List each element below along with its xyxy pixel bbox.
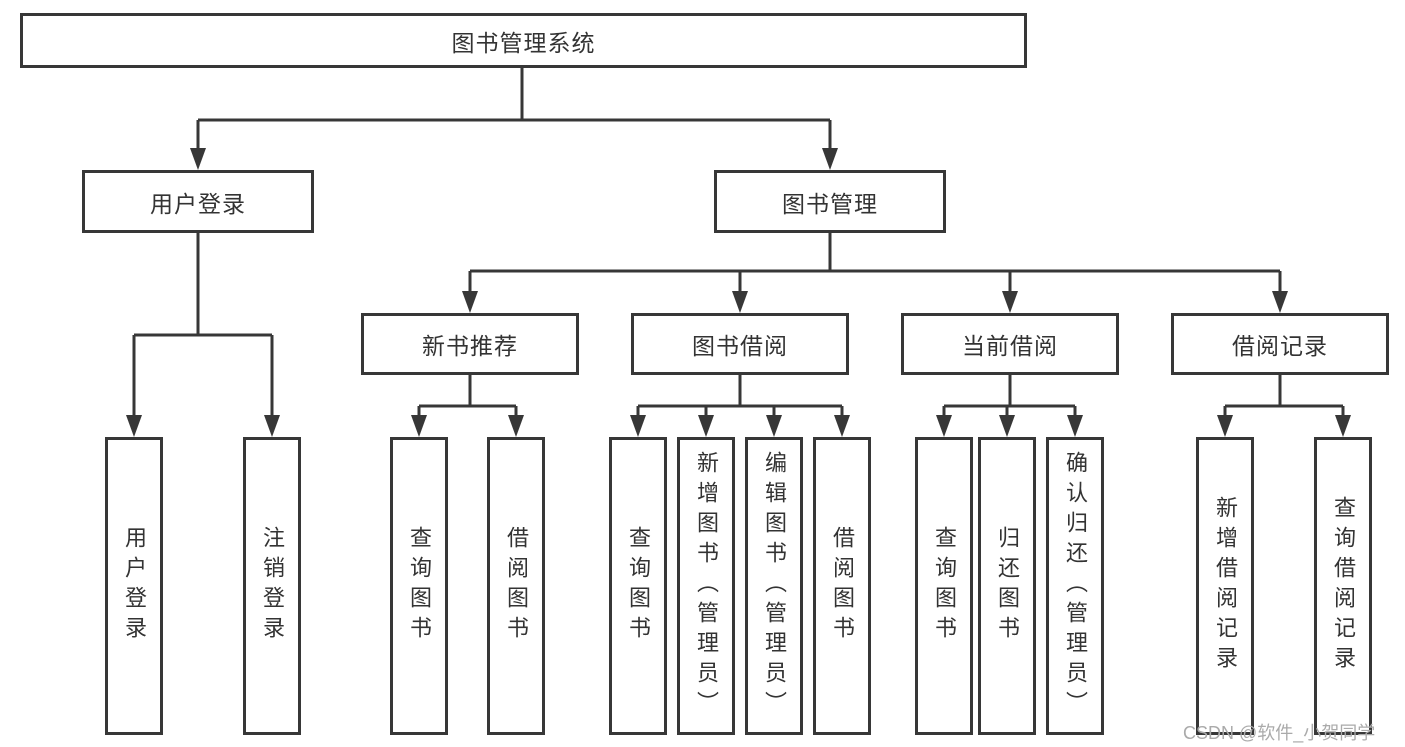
node-current-borrowing-label: 当前借阅 — [962, 333, 1058, 359]
leaf-query-borrow-record-label: 查询借阅记录 — [1331, 496, 1356, 676]
leaf-confirm-return-admin-label: 确认归还（管理员） — [1063, 451, 1088, 721]
leaf-query-books-recommend: 查询图书 — [390, 437, 448, 735]
leaf-add-borrow-record: 新增借阅记录 — [1196, 437, 1254, 735]
node-book-borrowing-label: 图书借阅 — [692, 333, 788, 359]
leaf-logout: 注销登录 — [243, 437, 301, 735]
leaf-query-books-recommend-label: 查询图书 — [407, 526, 432, 646]
leaf-edit-book-admin-label: 编辑图书（管理员） — [762, 451, 787, 721]
node-user-login-label: 用户登录 — [150, 190, 246, 217]
leaf-user-login: 用户登录 — [105, 437, 163, 735]
leaf-borrow-books: 借阅图书 — [813, 437, 871, 735]
leaf-return-book: 归还图书 — [978, 437, 1036, 735]
leaf-add-book-admin: 新增图书（管理员） — [677, 437, 735, 735]
leaf-query-books-current-label: 查询图书 — [932, 526, 957, 646]
leaf-borrow-books-recommend: 借阅图书 — [487, 437, 545, 735]
node-library-system: 图书管理系统 — [20, 13, 1027, 68]
leaf-logout-label: 注销登录 — [260, 526, 285, 646]
leaf-user-login-label: 用户登录 — [122, 526, 147, 646]
leaf-query-books-borrowing: 查询图书 — [609, 437, 667, 735]
node-new-book-recommend: 新书推荐 — [361, 313, 579, 375]
leaf-confirm-return-admin: 确认归还（管理员） — [1046, 437, 1104, 735]
leaf-add-borrow-record-label: 新增借阅记录 — [1213, 496, 1238, 676]
leaf-borrow-books-label: 借阅图书 — [830, 526, 855, 646]
node-book-management: 图书管理 — [714, 170, 946, 233]
node-library-system-label: 图书管理系统 — [451, 29, 596, 56]
leaf-query-books-current: 查询图书 — [915, 437, 973, 735]
leaf-query-books-borrowing-label: 查询图书 — [626, 526, 651, 646]
node-borrowing-records: 借阅记录 — [1171, 313, 1389, 375]
node-current-borrowing: 当前借阅 — [901, 313, 1119, 375]
leaf-return-book-label: 归还图书 — [995, 526, 1020, 646]
node-book-management-label: 图书管理 — [782, 190, 878, 217]
leaf-edit-book-admin: 编辑图书（管理员） — [745, 437, 803, 735]
leaf-borrow-books-recommend-label: 借阅图书 — [504, 526, 529, 646]
node-user-login: 用户登录 — [82, 170, 314, 233]
node-book-borrowing: 图书借阅 — [631, 313, 849, 375]
leaf-add-book-admin-label: 新增图书（管理员） — [694, 451, 719, 721]
node-new-book-recommend-label: 新书推荐 — [422, 333, 518, 359]
csdn-watermark: CSDN @软件_小贺同学 — [1183, 723, 1376, 743]
node-borrowing-records-label: 借阅记录 — [1232, 333, 1328, 359]
leaf-query-borrow-record: 查询借阅记录 — [1314, 437, 1372, 735]
